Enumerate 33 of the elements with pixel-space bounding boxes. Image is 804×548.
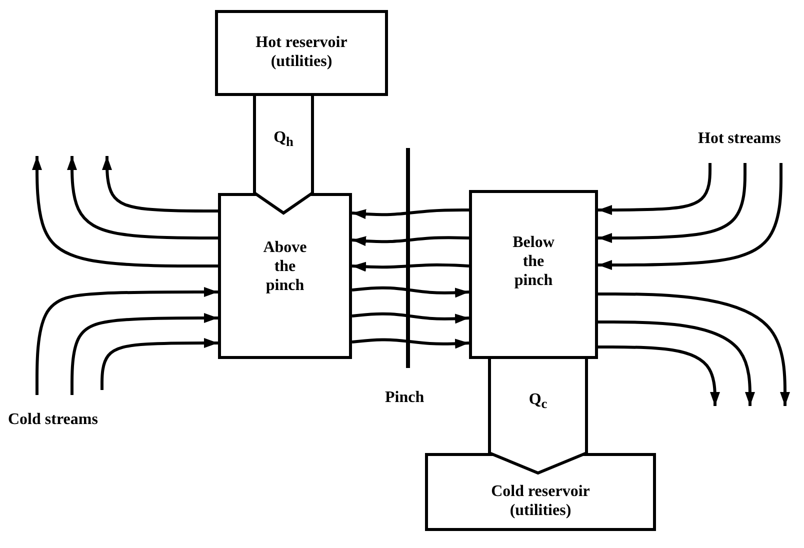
reservoir-box xyxy=(425,453,656,531)
process-box xyxy=(469,190,598,359)
stream-arrow xyxy=(67,156,218,240)
stream-arrow xyxy=(36,287,218,395)
stream-arrow xyxy=(352,286,470,298)
stream-arrow xyxy=(598,163,782,270)
heat-flow-arrow xyxy=(253,93,314,215)
reservoir-box xyxy=(215,10,388,96)
stream-arrow xyxy=(352,262,470,272)
stream-arrow xyxy=(102,156,218,212)
text-label: Hot streams xyxy=(698,130,781,148)
stream-arrow xyxy=(32,156,218,268)
node-label: Cold reservoir (utilities) xyxy=(490,482,591,520)
text-label: Pinch xyxy=(385,389,424,407)
stream-arrow xyxy=(598,292,790,406)
edge-label: Q$_{h}$ xyxy=(274,129,294,150)
node-label: Hot reservoir (utilities) xyxy=(254,33,348,72)
stream-arrow xyxy=(598,163,746,243)
stream-arrow xyxy=(100,338,218,390)
stream-arrow xyxy=(352,236,470,246)
stream-arrow xyxy=(352,338,470,349)
edge-label: Q$_{c}$ xyxy=(528,390,548,412)
stream-arrow xyxy=(598,346,720,406)
node-label: Above the pinch xyxy=(262,238,308,296)
stream-arrow xyxy=(70,313,218,395)
node-label: Below the pinch xyxy=(512,233,556,291)
stream-arrow xyxy=(598,163,712,215)
stream-arrow xyxy=(352,312,470,324)
stream-arrow xyxy=(598,320,755,406)
text-label: Cold streams xyxy=(8,411,98,429)
stream-arrow xyxy=(352,208,469,220)
process-box xyxy=(218,193,352,359)
heat-flow-arrow xyxy=(488,356,588,475)
